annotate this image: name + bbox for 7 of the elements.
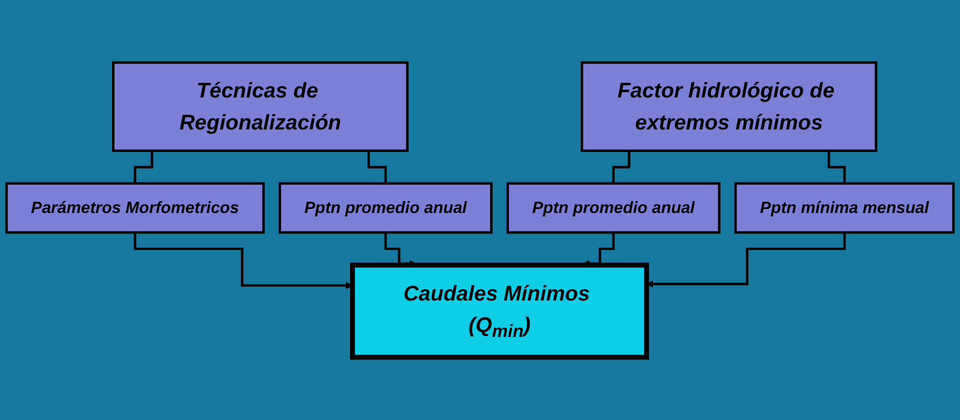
node-box: Caudales Mínimos (Q$_{min}$) — [350, 262, 650, 360]
node-box: Pptn mínima mensual — [734, 182, 955, 234]
node-box: Factor hidrológico de extremos mínimos — [580, 61, 878, 152]
node-box: Parámetros Morfometricos — [5, 182, 265, 234]
node-box: Pptn promedio anual — [278, 182, 493, 234]
node-box: Técnicas de Regionalización — [112, 61, 409, 152]
node-box: Pptn promedio anual — [506, 182, 720, 234]
